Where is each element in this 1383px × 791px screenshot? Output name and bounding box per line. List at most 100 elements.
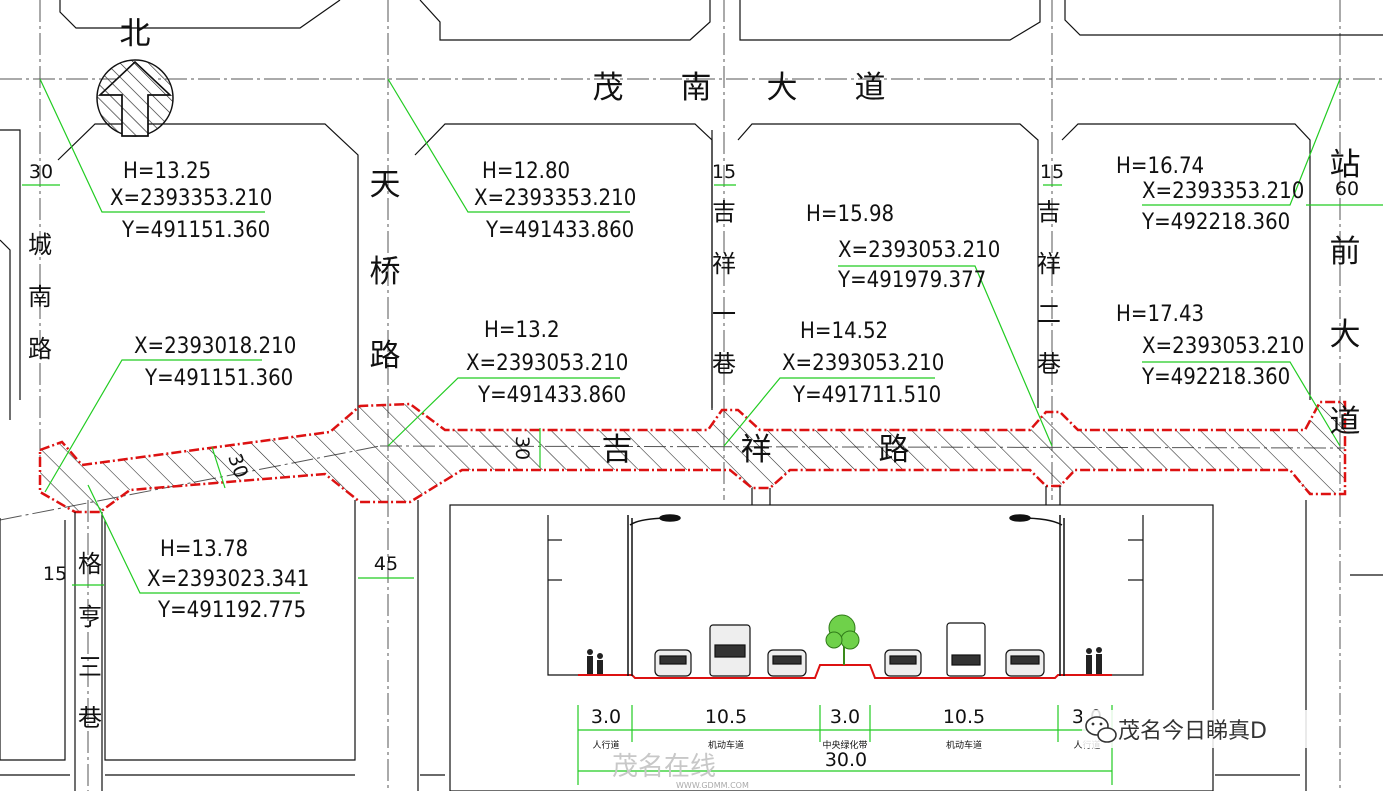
total-width: 30.0 [825,749,867,771]
y-coord: Y=491192.775 [157,598,306,623]
width-jixiang1: 15 [712,161,736,183]
road-char: 一 [712,300,736,328]
road-char: 前 [1330,234,1361,270]
point-6: H=13.2 X=2393053.210 Y=491433.860 [466,318,628,408]
elevation: H=17.43 [1116,302,1204,327]
road-name-maonan-avenue: 茂 南 大 道 [593,70,886,106]
y-coord: Y=491979.377 [837,268,986,293]
road-char: 祥 [1037,250,1061,278]
x-coord: X=2393023.341 [147,567,309,592]
segment-width: 10.5 [705,706,747,728]
road-char: 巷 [712,350,736,378]
wechat-icon [1085,716,1117,743]
x-coord: X=2393353.210 [474,186,636,211]
segment-width: 3.0 [591,706,621,728]
road-char: 格 [78,550,102,578]
road-name-chengnan: 城 南 路 [28,231,52,363]
point-7: H=14.52 X=2393053.210 Y=491711.510 [782,319,944,408]
north-label: 北 [120,16,151,52]
road-name-tianqiao: 天 桥 路 [370,167,401,374]
y-coord: Y=492218.360 [1141,210,1290,235]
road-char: 茂 [593,70,624,106]
road-char: 道 [855,70,886,106]
elevation: H=13.25 [123,159,211,184]
north-compass [96,59,174,137]
road-name-zhanqian: 站 前 大 道 [1330,147,1361,440]
point-3: H=15.98 X=2393053.210 Y=491979.377 [806,202,1000,293]
x-coord: X=2393353.210 [110,186,272,211]
x-coord: X=2393053.210 [1142,334,1304,359]
segment-name: 中央绿化带 [822,739,867,751]
elevation: H=13.78 [160,537,248,562]
watermark-url: WWW.GDMM.COM [676,781,749,790]
point-4: H=16.74 X=2393353.210 Y=492218.360 [1116,154,1304,235]
segment-name: 机动车道 [708,739,744,751]
road-char: 天 [370,167,401,203]
point-5: X=2393018.210 Y=491151.360 [134,334,296,391]
elevation: H=15.98 [806,202,894,227]
road-char: 吉 [1037,198,1061,226]
width-chengnan: 30 [29,161,53,183]
x-coord: X=2393053.210 [838,238,1000,263]
road-char: 大 [1330,317,1361,353]
leader-lines [39,78,1341,594]
watermark-account: 茂名今日睇真D [1118,719,1267,744]
y-coord: Y=491711.510 [792,383,941,408]
road-char: 南 [681,70,712,106]
width-zhanqian: 60 [1335,178,1359,200]
x-coord: X=2393053.210 [466,351,628,376]
road-char: 南 [28,283,52,311]
road-char: 祥 [741,432,772,468]
coordinate-annotations: H=13.25 X=2393353.210 Y=491151.360 H=12.… [110,154,1304,623]
width-tianqiao: 45 [374,553,398,575]
road-char: 城 [28,231,52,259]
road-char: 道 [1330,404,1361,440]
road-name-jixiang-lane-1: 吉 祥 一 巷 [712,198,736,378]
road-char: 亨 [78,603,102,631]
width-gexiang: 15 [43,563,67,585]
x-coord: X=2393018.210 [134,334,296,359]
road-char: 路 [370,338,401,374]
y-coord: Y=491433.860 [485,218,634,243]
width-jixiang2: 15 [1040,161,1064,183]
segment-width: 10.5 [943,706,985,728]
y-coord: Y=491151.360 [144,366,293,391]
point-1: H=13.25 X=2393353.210 Y=491151.360 [110,159,272,243]
segment-width: 3.0 [830,706,860,728]
road-char: 路 [879,432,910,468]
elevation: H=13.2 [484,318,560,343]
jixiang-road [38,400,1347,514]
point-9: H=13.78 X=2393023.341 Y=491192.775 [147,537,309,623]
segment-name: 人行道 [592,739,619,751]
road-char: 吉 [602,432,633,468]
road-char: 路 [28,335,52,363]
x-coord: X=2393053.210 [782,351,944,376]
elevation: H=16.74 [1116,154,1204,179]
x-coord: X=2393353.210 [1142,179,1304,204]
road-char: 巷 [78,704,102,732]
elevation: H=12.80 [482,159,570,184]
segment-name: 机动车道 [946,739,982,751]
road-char: 站 [1330,147,1361,183]
road-char: 二 [1037,300,1061,328]
road-char: 大 [767,70,798,106]
y-coord: Y=492218.360 [1141,365,1290,390]
width-dimensions [22,184,1383,586]
width-road-mid: 30 [511,436,533,460]
y-coord: Y=491433.860 [477,383,626,408]
watermark: 茂名今日睇真D 茂名在线 WWW.GDMM.COM [612,710,1337,790]
road-char: 巷 [1037,350,1061,378]
road-char: 吉 [712,198,736,226]
road-name-jixiang-lane-2: 吉 祥 二 巷 [1037,198,1061,378]
elevation: H=14.52 [800,319,888,344]
point-2: H=12.80 X=2393353.210 Y=491433.860 [474,159,636,243]
road-char: 三 [78,653,102,681]
road-name-gexiang: 格 亨 三 巷 [78,550,102,732]
watermark-logo: 茂名在线 [612,752,716,782]
road-char: 祥 [712,250,736,278]
road-char: 桥 [370,254,401,290]
point-8: H=17.43 X=2393053.210 Y=492218.360 [1116,302,1304,390]
y-coord: Y=491151.360 [121,218,270,243]
road-name-jixiang-road: 吉 祥 路 [602,432,910,468]
